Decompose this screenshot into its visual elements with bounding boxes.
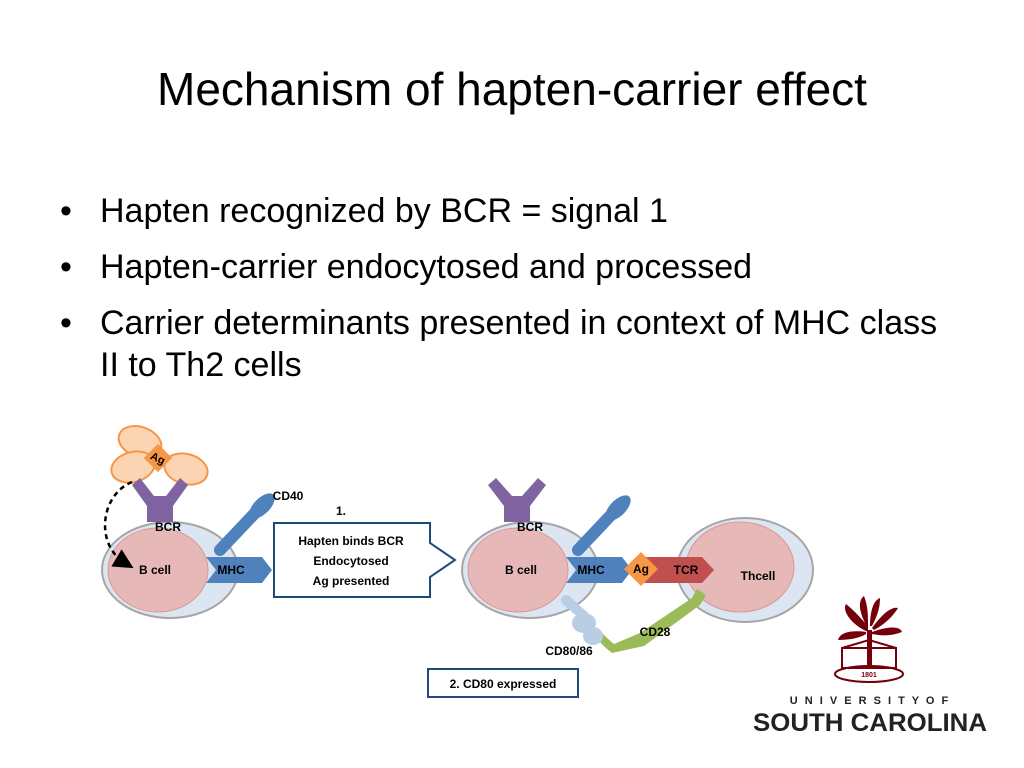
step1-line-1: Hapten binds BCR: [298, 534, 404, 548]
bullet-item: Hapten recognized by BCR = signal 1: [60, 190, 960, 232]
bullet-list: Hapten recognized by BCR = signal 1 Hapt…: [60, 190, 960, 401]
right-mhc: MHC: [566, 557, 632, 583]
logo-line-1: U N I V E R S I T Y O F: [790, 695, 951, 707]
left-mhc-label: MHC: [217, 563, 245, 577]
step2-box: 2. CD80 expressed: [427, 668, 579, 698]
palmetto-seal-icon: 1801: [834, 596, 904, 683]
tcr: TCR: [644, 557, 714, 583]
cd80-86: CD80/86: [545, 595, 603, 658]
tcr-label: TCR: [674, 563, 699, 577]
endocytosis-arrow: [103, 480, 134, 569]
left-cd40: CD40: [214, 489, 304, 556]
left-antigen: Ag: [110, 425, 209, 486]
left-bcr: BCR: [132, 478, 188, 534]
right-cd40: [572, 495, 631, 556]
cd80-label: CD80/86: [545, 644, 593, 658]
logo-line-2: SOUTH CAROLINA: [753, 709, 987, 737]
university-logo: 1801 U N I V E R S I T Y O F SOUTH CAROL…: [753, 596, 987, 737]
right-b-cell-label: B cell: [505, 563, 537, 577]
left-cd40-label: CD40: [273, 489, 304, 503]
right-ag-label: Ag: [633, 562, 649, 576]
step1-line-2: Endocytosed: [313, 554, 388, 568]
step1-line-3: Ag presented: [313, 574, 390, 588]
right-mhc-label: MHC: [577, 563, 605, 577]
seal-year: 1801: [861, 672, 877, 679]
left-b-cell: [101, 521, 239, 619]
cd28: CD28: [594, 589, 706, 653]
step1-number: 1.: [336, 504, 346, 518]
right-antigen: Ag: [624, 552, 658, 586]
cd28-label: CD28: [640, 625, 671, 639]
slide-title: Mechanism of hapten-carrier effect: [157, 63, 867, 115]
step1-arrow-box: 1. Hapten binds BCR Endocytosed Ag prese…: [273, 504, 457, 598]
t-cell: Thcell: [676, 517, 814, 623]
bullet-item: Carrier determinants presented in contex…: [60, 302, 960, 386]
right-bcr: BCR: [488, 478, 546, 534]
left-bcr-label: BCR: [155, 520, 181, 534]
left-b-cell-label: B cell: [139, 563, 171, 577]
bullet-item: Hapten-carrier endocytosed and processed: [60, 246, 960, 288]
left-ag-label: Ag: [148, 450, 166, 467]
left-mhc: MHC: [206, 557, 272, 583]
right-bcr-label: BCR: [517, 520, 543, 534]
step2-label: 2. CD80 expressed: [450, 677, 557, 691]
t-cell-label: Thcell: [741, 569, 776, 583]
